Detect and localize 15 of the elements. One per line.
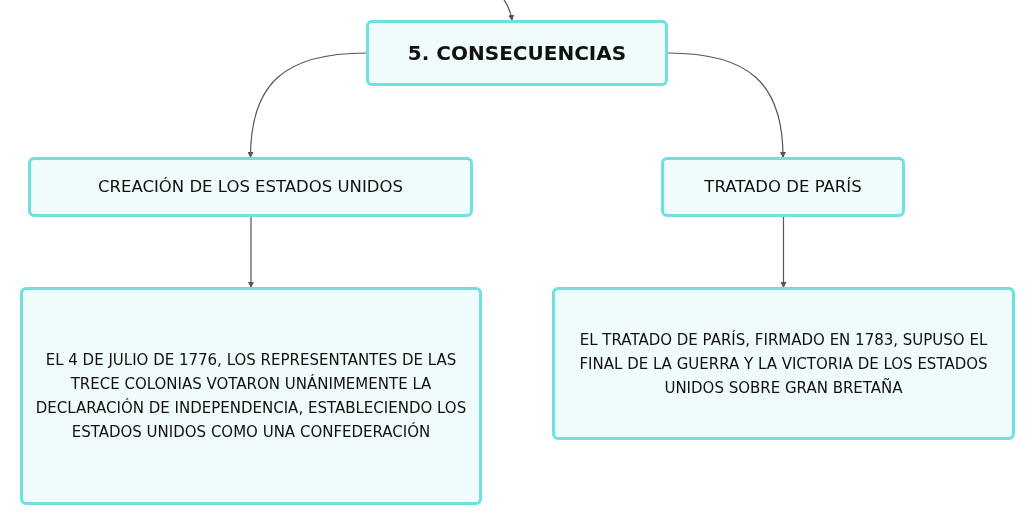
arrow — [247, 52, 367, 158]
node-label: 5. CONSECUENCIAS — [407, 41, 627, 65]
topic-box — [661, 157, 905, 217]
description-text: EL 4 DE JULIO DE 1776, LOS REPRESENTANTES DE LAS TRECE COLONIAS VOTARON UNÁNIMEMENTE LA DECLARACIÓN DE INDEPENDENCIA, ESTABLECIENDO LOS ESTADOS UNIDOS COMO UNA CONFEDERACIÓN — [34, 350, 468, 443]
arrow — [780, 216, 787, 288]
arrow — [667, 52, 786, 158]
title-box — [366, 20, 668, 86]
arrow — [503, 0, 515, 21]
topic-box — [28, 157, 473, 217]
arrow — [248, 216, 254, 288]
node-label: CREACIÓN DE LOS ESTADOS UNIDOS — [98, 177, 403, 197]
node-label: TRATADO DE PARÍS — [704, 177, 862, 197]
description-box — [20, 287, 482, 505]
description-box — [552, 287, 1015, 440]
description-text: EL TRATADO DE PARÍS, FIRMADO EN 1783, SUPUSO EL FINAL DE LA GUERRA Y LA VICTORIA DE LOS ESTADOS UNIDOS SOBRE GRAN BRETAÑA — [578, 329, 989, 399]
